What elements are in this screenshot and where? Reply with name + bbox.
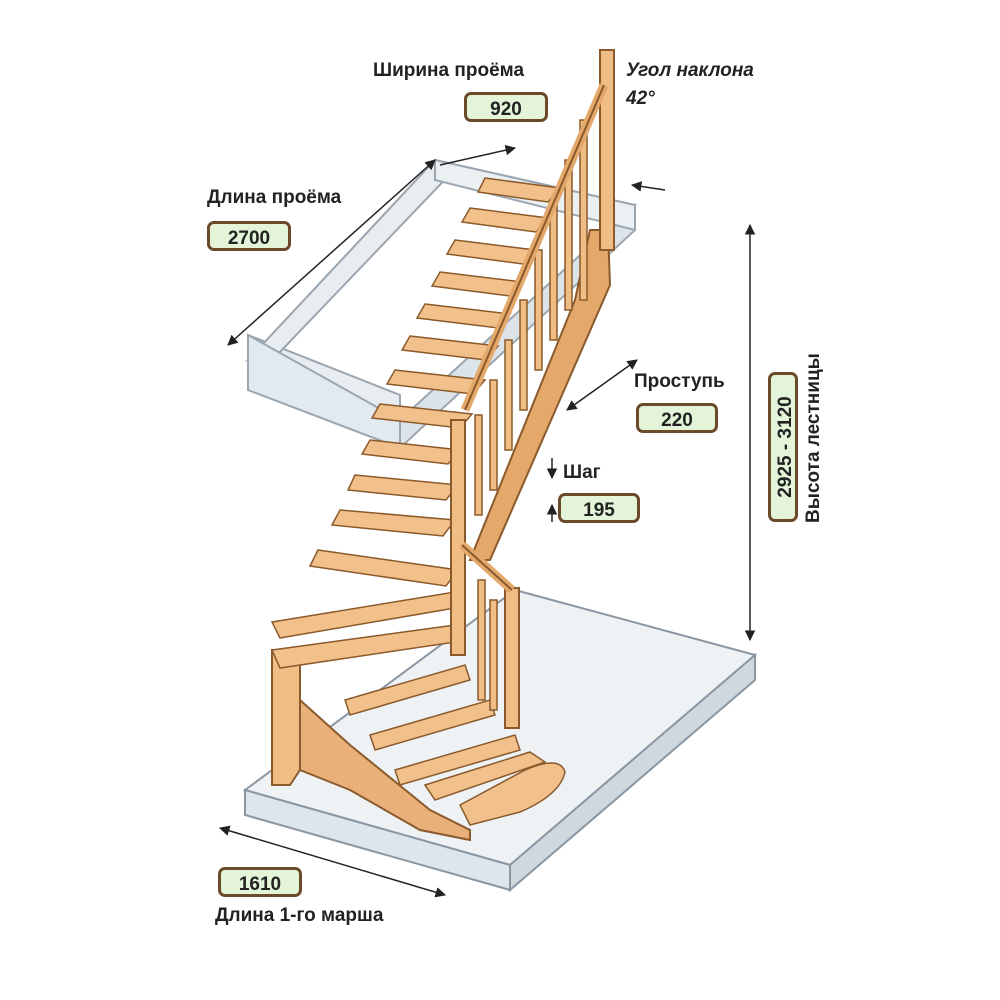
- balusters: [474, 119, 588, 711]
- opening-length-label: Длина проёма: [207, 187, 342, 208]
- tread-label: Проступь: [634, 371, 725, 392]
- opening-width-value: 920: [464, 92, 548, 122]
- newel-posts: [450, 49, 615, 729]
- first-flight-length-value: 1610: [218, 867, 302, 897]
- opening-width-label: Ширина проёма: [373, 60, 525, 81]
- angle-value: 42°: [626, 88, 655, 109]
- stair-height-label: Высота лестницы: [803, 353, 824, 523]
- first-flight-length-label: Длина 1-го марша: [215, 905, 384, 926]
- stair-height-value: 2925 - 3120: [768, 372, 798, 522]
- step-value: 195: [558, 493, 640, 523]
- lower-treads: [344, 664, 566, 826]
- step-label: Шаг: [563, 462, 601, 483]
- handrail: [458, 83, 609, 594]
- tread-value: 220: [636, 403, 718, 433]
- dimension-lines: [218, 144, 756, 898]
- angle-label: Угол наклона: [626, 60, 754, 81]
- opening-length-value: 2700: [207, 221, 291, 251]
